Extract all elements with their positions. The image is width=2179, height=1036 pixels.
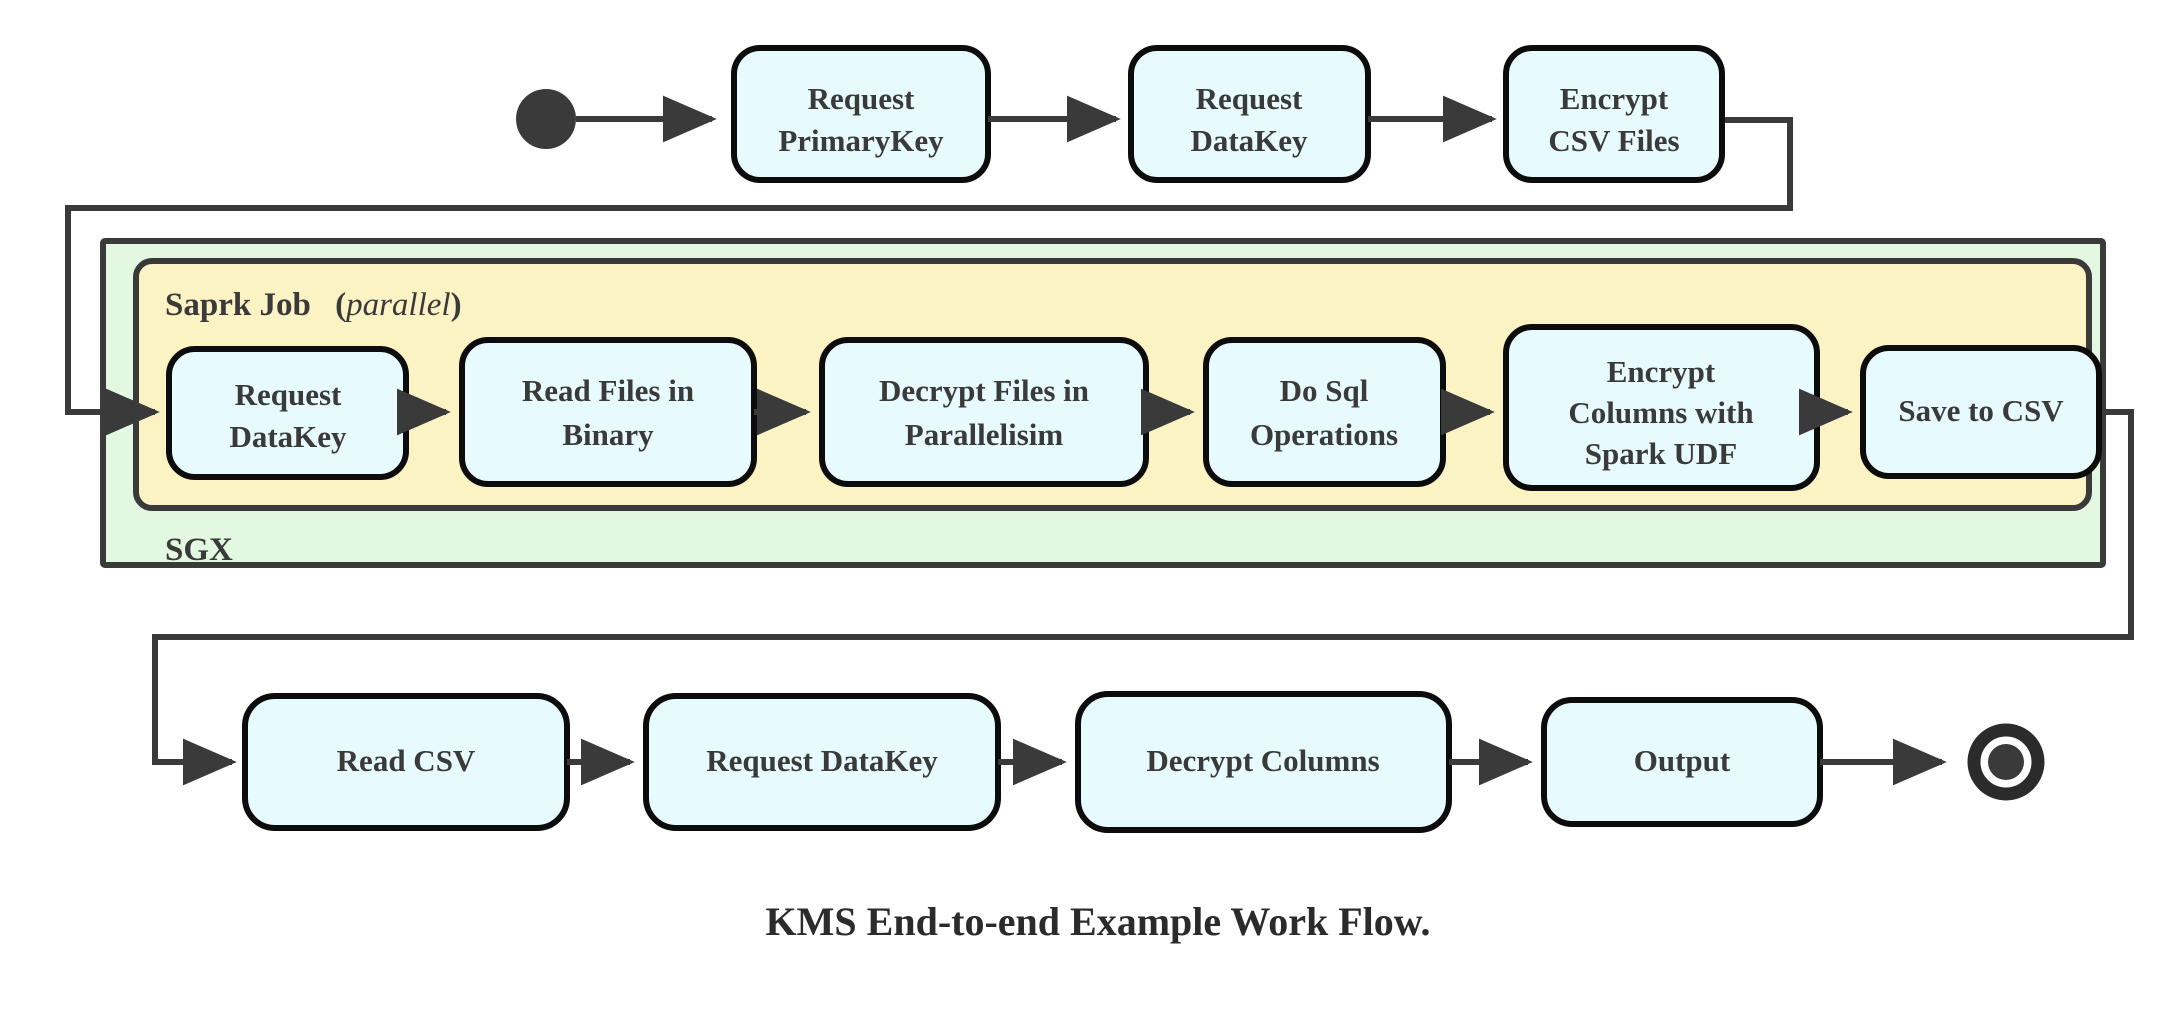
node-encrypt-csv-files[interactable]: Encrypt CSV Files [1503,45,1725,183]
node-encrypt-csv-files-line-1: CSV Files [1548,123,1679,158]
node-request-datakey-bottom-line-0: Request DataKey [706,743,938,778]
node-save-to-csv-box[interactable] [1860,345,2102,479]
node-read-files-in-binary-box[interactable] [459,337,757,487]
node-request-datakey-bottom[interactable]: Request DataKey [643,693,1001,831]
end-node-core [1988,744,2024,780]
node-request-datakey-top[interactable]: Request DataKey [1128,45,1371,183]
node-save-to-csv-line-0: Save to CSV [1898,393,2064,428]
node-encrypt-columns-with-spark-udf[interactable]: Encrypt Columns with Spark UDF [1503,324,1820,491]
node-request-datakey-spark-box[interactable] [166,346,409,480]
diagram-caption: KMS End-to-end Example Work Flow. [766,899,1431,944]
node-do-sql-operations-box[interactable] [1203,337,1446,487]
edge-encryptcsv-to-sparkjob [65,117,1793,436]
node-do-sql-operations-line-1: Operations [1250,417,1398,452]
node-read-files-in-binary-line-1: Binary [562,417,654,452]
node-request-primarykey[interactable]: Request PrimaryKey [731,45,991,183]
node-save-to-csv[interactable]: Save to CSV [1860,345,2102,479]
node-encrypt-columns-line-2: Spark UDF [1585,436,1737,471]
node-decrypt-columns-line-0: Decrypt Columns [1146,743,1379,778]
node-decrypt-files-in-parallelisim-line-1: Parallelisim [905,417,1064,452]
end-node [1967,723,2045,801]
node-request-datakey-top-line-1: DataKey [1190,123,1308,158]
group-spark-job-label: Saprk Job (parallel) [165,287,462,323]
group-spark-job-qualifier: parallel [344,287,451,323]
edge-savetocsv-to-readcsv [152,409,2134,786]
node-request-datakey-spark-line-0: Request [235,377,342,412]
node-do-sql-operations[interactable]: Do Sql Operations [1203,337,1446,487]
node-decrypt-files-in-parallelisim-line-0: Decrypt Files in [879,373,1089,408]
node-decrypt-columns[interactable]: Decrypt Columns [1075,691,1452,833]
node-request-datakey-top-box[interactable] [1128,45,1371,183]
node-read-csv[interactable]: Read CSV [242,693,570,831]
node-decrypt-files-in-parallelisim[interactable]: Decrypt Files in Parallelisim [819,337,1149,487]
node-do-sql-operations-line-0: Do Sql [1280,373,1369,408]
node-decrypt-files-in-parallelisim-box[interactable] [819,337,1149,487]
node-read-files-in-binary[interactable]: Read Files in Binary [459,337,757,487]
node-encrypt-columns-line-0: Encrypt [1607,354,1716,389]
node-encrypt-csv-files-line-0: Encrypt [1560,81,1669,116]
node-encrypt-columns-line-1: Columns with [1568,395,1753,430]
node-request-primarykey-line-0: Request [808,81,915,116]
start-node [516,89,576,149]
group-sgx-label: SGX [165,532,233,568]
node-read-csv-line-0: Read CSV [337,743,476,778]
node-request-primarykey-line-1: PrimaryKey [778,123,944,158]
group-spark-job-paren-close: ) [451,287,462,323]
group-spark-job-paren-open: ( [335,287,346,323]
node-request-primarykey-box[interactable] [731,45,991,183]
node-request-datakey-spark[interactable]: Request DataKey [166,346,409,480]
node-encrypt-csv-files-box[interactable] [1503,45,1725,183]
node-request-datakey-top-line-0: Request [1196,81,1303,116]
node-read-files-in-binary-line-0: Read Files in [522,373,694,408]
node-output-line-0: Output [1634,743,1731,778]
group-spark-job-label-text: Saprk Job [165,287,311,323]
node-output[interactable]: Output [1541,697,1823,827]
node-request-datakey-spark-line-1: DataKey [229,419,347,454]
